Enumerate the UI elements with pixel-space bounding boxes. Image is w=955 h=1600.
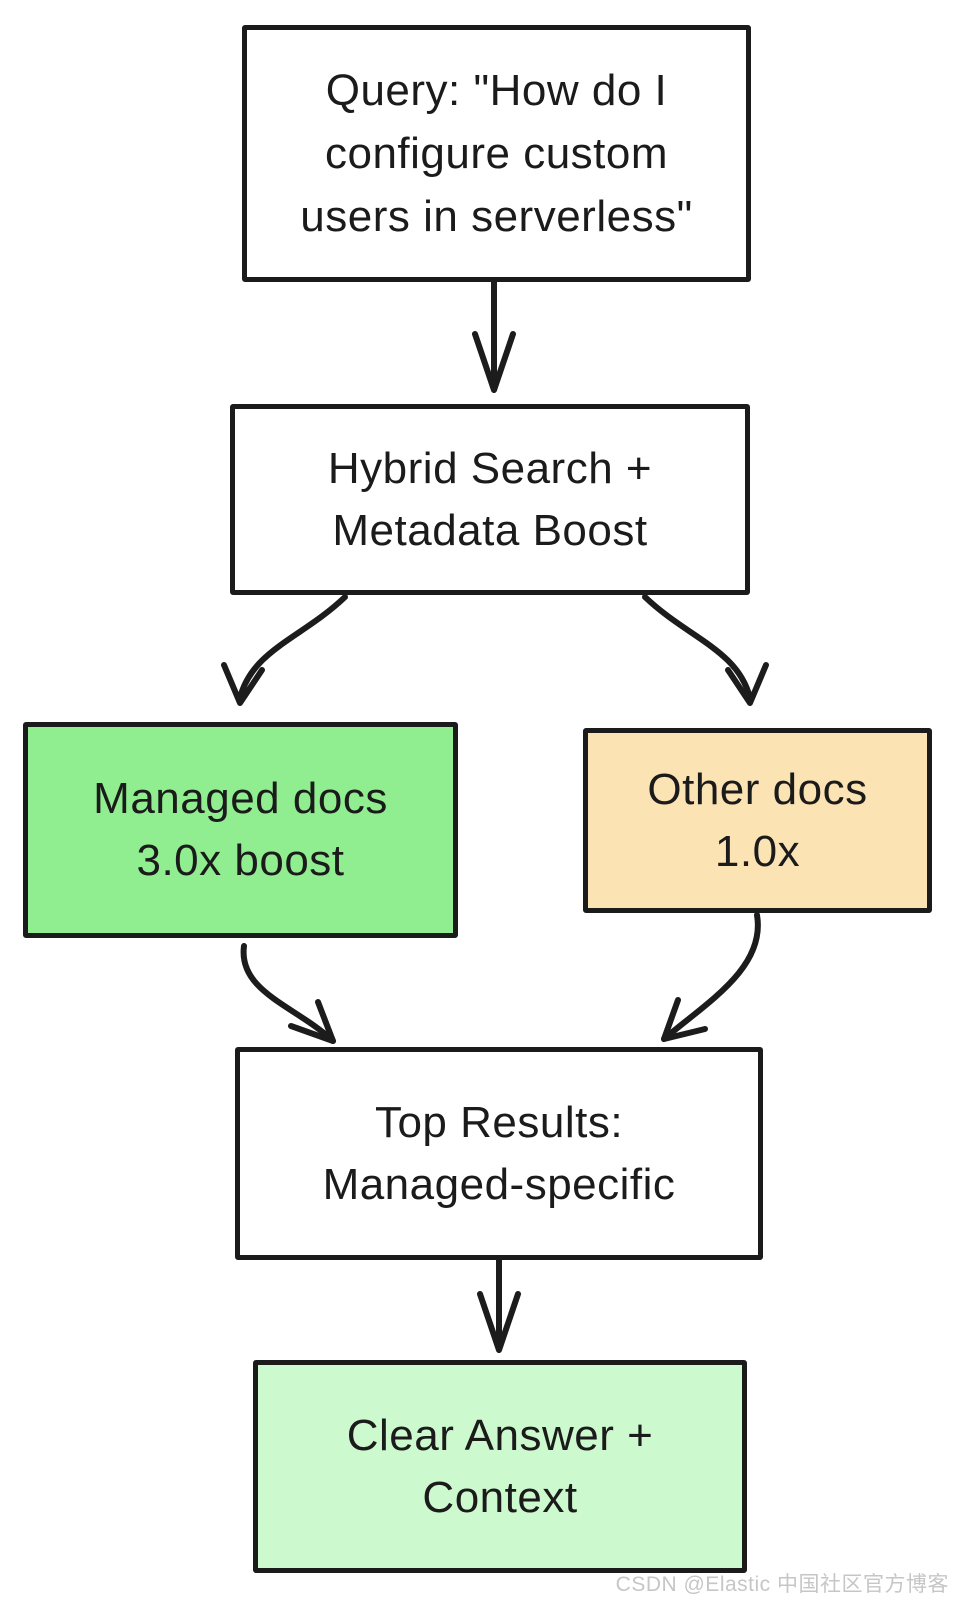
managed-docs-node-line: Managed docs <box>93 774 388 823</box>
clear-answer-node: Clear Answer + Context <box>253 1360 747 1573</box>
arrow-hybrid-to-other <box>642 594 769 706</box>
clear-answer-node-line: Clear Answer + <box>346 1410 654 1460</box>
managed-docs-node: Managed docs 3.0x boost <box>23 722 458 938</box>
top-results-node: Top Results: Managed-specific <box>235 1047 763 1260</box>
query-node: Query: "How do I configure custom users … <box>242 25 751 282</box>
query-node-line: Query: "How do I <box>325 66 668 115</box>
managed-docs-node-line: 3.0x boost <box>136 836 345 885</box>
other-docs-node-line: 1.0x <box>714 826 801 876</box>
clear-answer-node-line: Context <box>422 1472 578 1522</box>
hybrid-search-node-line: Metadata Boost <box>332 505 648 555</box>
other-docs-node-line: Other docs <box>647 764 868 814</box>
top-results-node-line: Managed-specific <box>322 1159 676 1209</box>
arrow-other-to-results <box>661 912 761 1042</box>
hybrid-search-node-line: Hybrid Search + <box>327 443 653 493</box>
arrow-managed-to-results <box>240 943 336 1044</box>
query-node-line: users in serverless" <box>300 192 693 241</box>
arrow-results-to-answer <box>477 1249 521 1353</box>
other-docs-node: Other docs 1.0x <box>583 728 932 913</box>
arrow-query-to-hybrid <box>472 279 516 393</box>
top-results-node-line: Top Results: <box>374 1097 624 1147</box>
csdn-watermark: CSDN @Elastic 中国社区官方博客 <box>615 1573 949 1596</box>
arrow-hybrid-to-managed <box>221 594 348 706</box>
query-node-line: configure custom <box>324 129 669 178</box>
hybrid-search-node: Hybrid Search + Metadata Boost <box>230 404 750 595</box>
